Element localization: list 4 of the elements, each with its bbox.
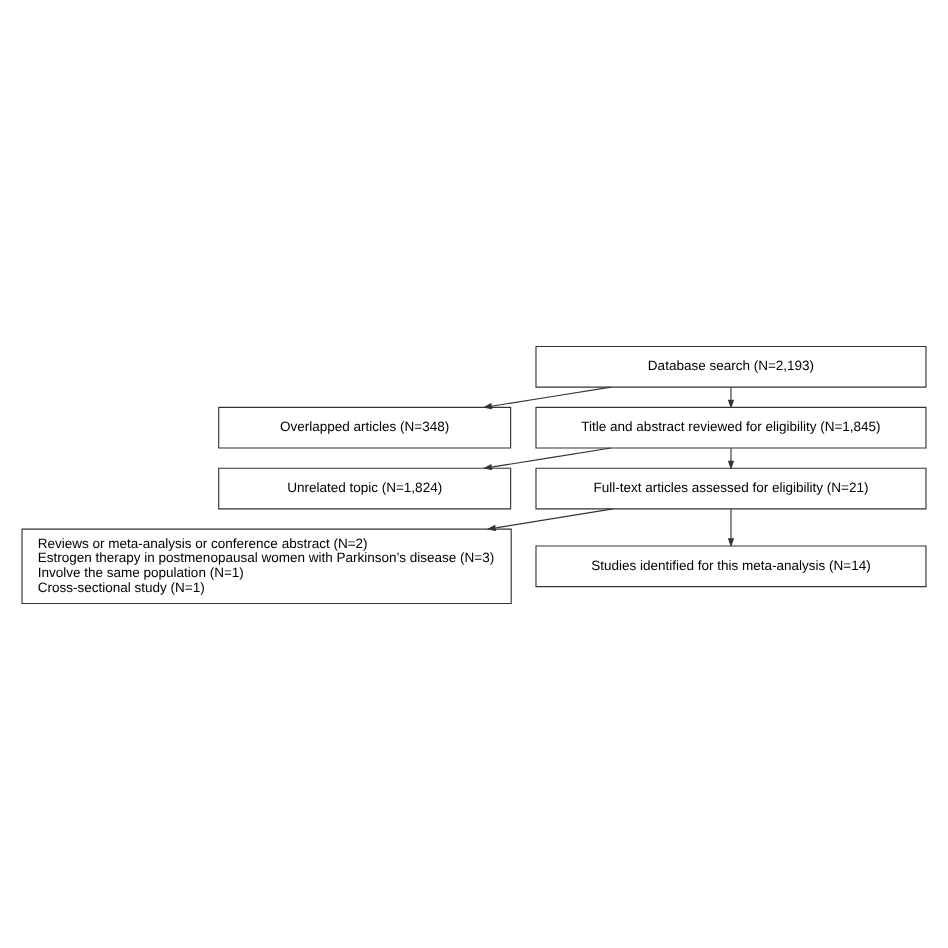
arrow (727, 385, 735, 408)
arrow (727, 446, 735, 469)
arrow (486, 507, 614, 531)
arrow (727, 507, 735, 547)
